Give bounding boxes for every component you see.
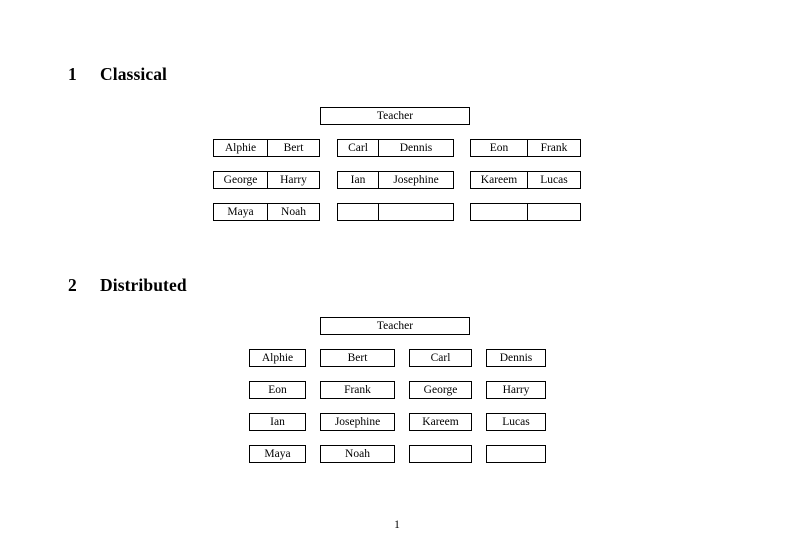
student-box: Carl <box>409 349 472 367</box>
section-title: Distributed <box>100 275 187 295</box>
student-box: Josephine <box>320 413 395 431</box>
student-group-box: Kareem Lucas <box>470 171 581 189</box>
student-cell: Maya <box>227 206 254 218</box>
student-cell: Harry <box>267 172 319 188</box>
student-box: Kareem <box>409 413 472 431</box>
student-group-box: Ian Josephine <box>337 171 454 189</box>
page-number: 1 <box>394 519 400 531</box>
student-group-box: George Harry <box>213 171 320 189</box>
student-group-box: Carl Dennis <box>337 139 454 157</box>
student-group-box: Maya Noah <box>213 203 320 221</box>
section-heading-distributed: 2 Distributed <box>68 275 187 296</box>
student-box: Maya <box>249 445 306 463</box>
student-cell: Josephine <box>378 172 453 188</box>
student-cell: Frank <box>527 140 580 156</box>
student-cell: Noah <box>267 204 319 220</box>
student-group-box-empty <box>337 203 454 221</box>
section-heading-classical: 1 Classical <box>68 64 167 85</box>
section-number: 1 <box>68 64 77 84</box>
student-group-box-empty <box>470 203 581 221</box>
student-box: Harry <box>486 381 546 399</box>
student-cell: Eon <box>489 142 509 154</box>
student-box-empty <box>409 445 472 463</box>
student-box-empty <box>486 445 546 463</box>
section-number: 2 <box>68 275 77 295</box>
section-title: Classical <box>100 64 168 84</box>
student-cell: Dennis <box>378 140 453 156</box>
student-cell: Kareem <box>480 174 518 186</box>
student-box: Ian <box>249 413 306 431</box>
student-box: Alphie <box>249 349 306 367</box>
student-box: Noah <box>320 445 395 463</box>
student-box: George <box>409 381 472 399</box>
student-cell: Carl <box>348 142 368 154</box>
student-box: Bert <box>320 349 395 367</box>
teacher-box-classical: Teacher <box>320 107 470 125</box>
student-box: Dennis <box>486 349 546 367</box>
student-cell-empty <box>338 204 378 220</box>
student-box: Frank <box>320 381 395 399</box>
student-cell-empty <box>471 204 527 220</box>
student-cell-empty <box>527 204 580 220</box>
student-cell: Alphie <box>224 142 257 154</box>
student-group-box: Alphie Bert <box>213 139 320 157</box>
student-box: Lucas <box>486 413 546 431</box>
student-box: Eon <box>249 381 306 399</box>
student-cell: George <box>223 174 258 186</box>
teacher-box-distributed: Teacher <box>320 317 470 335</box>
student-cell-empty <box>378 204 453 220</box>
student-cell: Lucas <box>527 172 580 188</box>
student-group-box: Eon Frank <box>470 139 581 157</box>
student-cell: Ian <box>350 174 366 186</box>
student-cell: Bert <box>267 140 319 156</box>
